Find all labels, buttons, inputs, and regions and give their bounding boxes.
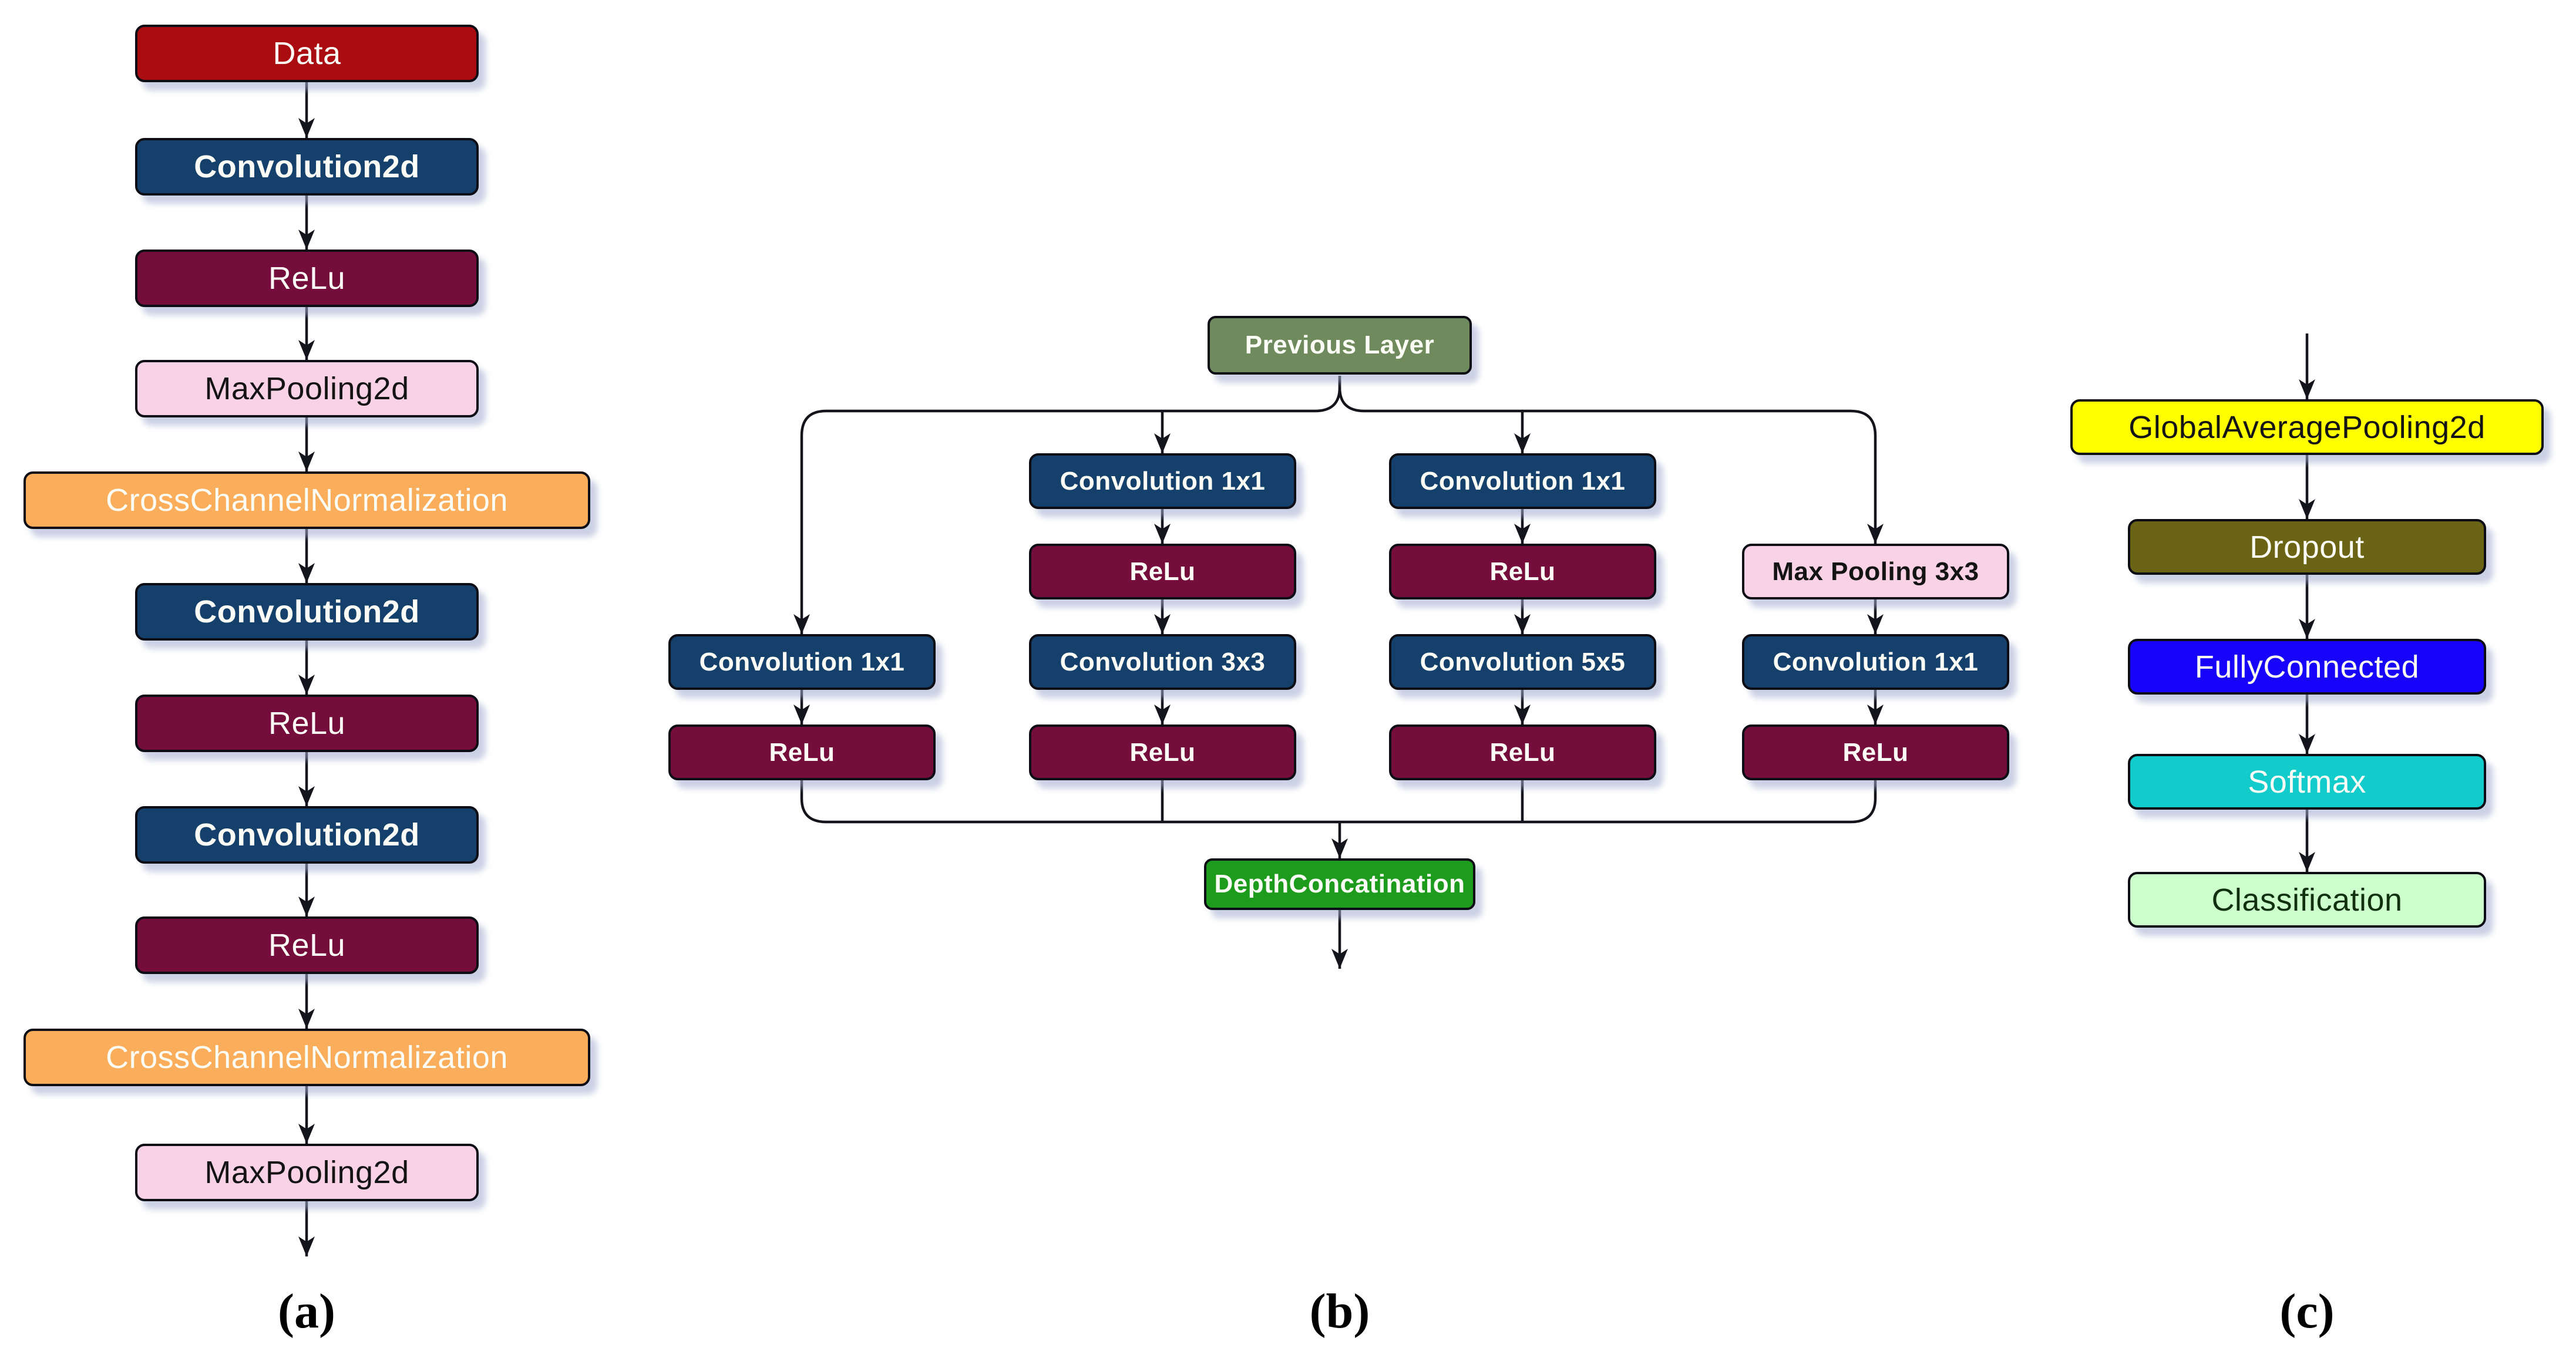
layer-box-relu: ReLu [135, 695, 479, 752]
layer-box-crosschannelnormalization: CrossChannelNormalization [23, 1029, 590, 1086]
layer-box-relu: ReLu [1029, 544, 1296, 599]
layer-box-data: Data [135, 25, 479, 82]
layer-box-classification: Classification [2128, 872, 2486, 928]
layer-box-convolution2d: Convolution2d [135, 583, 479, 641]
layer-box-previous-layer: Previous Layer [1208, 316, 1472, 375]
layer-box-relu: ReLu [1742, 725, 2009, 780]
layer-box-convolution-3x3: Convolution 3x3 [1029, 634, 1296, 690]
caption-a: (a) [278, 1284, 335, 1339]
layer-box-relu: ReLu [1389, 544, 1656, 599]
layer-box-convolution-1x1: Convolution 1x1 [668, 634, 936, 690]
layer-box-fullyconnected: FullyConnected [2128, 639, 2486, 695]
caption-c: (c) [2279, 1284, 2335, 1339]
layer-box-maxpooling2d: MaxPooling2d [135, 360, 479, 417]
layer-box-globalaveragepooling2d: GlobalAveragePooling2d [2070, 399, 2544, 455]
layer-box-convolution2d: Convolution2d [135, 806, 479, 864]
layer-box-convolution-1x1: Convolution 1x1 [1389, 453, 1656, 509]
layer-box-relu: ReLu [1029, 725, 1296, 780]
caption-b: (b) [1309, 1284, 1370, 1339]
layer-box-convolution-1x1: Convolution 1x1 [1742, 634, 2009, 690]
layer-box-crosschannelnormalization: CrossChannelNormalization [23, 471, 590, 529]
layer-box-softmax: Softmax [2128, 754, 2486, 810]
layer-box-relu: ReLu [135, 916, 479, 974]
layer-box-dropout: Dropout [2128, 519, 2486, 575]
layer-box-max-pooling-3x3: Max Pooling 3x3 [1742, 544, 2009, 599]
layer-box-depthconcatination: DepthConcatination [1204, 858, 1475, 910]
layer-box-relu: ReLu [1389, 725, 1656, 780]
layer-box-convolution2d: Convolution2d [135, 138, 479, 196]
layer-box-relu: ReLu [668, 725, 936, 780]
layer-box-relu: ReLu [135, 250, 479, 307]
layer-box-convolution-5x5: Convolution 5x5 [1389, 634, 1656, 690]
layer-box-convolution-1x1: Convolution 1x1 [1029, 453, 1296, 509]
layer-box-maxpooling2d: MaxPooling2d [135, 1144, 479, 1201]
